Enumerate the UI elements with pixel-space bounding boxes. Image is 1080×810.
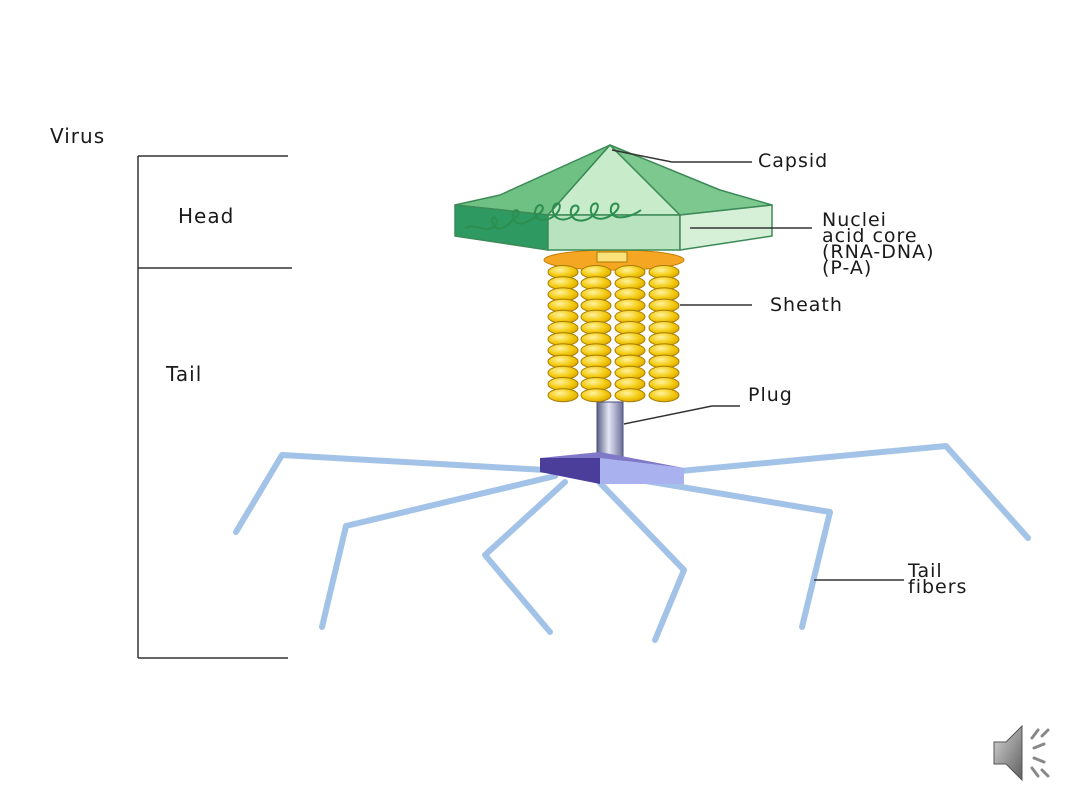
- sheath-label: Sheath: [770, 294, 843, 316]
- tail-fibers-label-line1: Tail: [908, 560, 943, 582]
- tail-fiber: [319, 473, 558, 630]
- pa-label: (P-A): [822, 257, 873, 279]
- region-bracket: [137, 155, 292, 659]
- tail-fiber: [667, 443, 1031, 541]
- tail-fibers-label-line2: fibers: [908, 576, 968, 598]
- sheath-bead: [547, 388, 579, 403]
- tail-fibers: [233, 443, 1031, 643]
- sheath: [547, 265, 680, 403]
- nuclei-label: Nuclei: [822, 209, 887, 231]
- sheath-bead: [614, 388, 646, 403]
- capsid-label: Capsid: [758, 150, 829, 172]
- base-plate: [540, 452, 684, 484]
- virus-label: Virus: [50, 124, 106, 148]
- callout-lines: [611, 149, 904, 581]
- nucleic-acid: [464, 202, 642, 230]
- sheath-bead: [648, 388, 680, 403]
- rna-dna-label: (RNA-DNA): [822, 241, 935, 263]
- acid-core-label: acid core: [822, 225, 918, 247]
- tail-fiber: [597, 480, 687, 643]
- tail-fiber: [637, 477, 833, 630]
- tail-fiber: [482, 479, 568, 635]
- tail-label: Tail: [166, 362, 203, 386]
- speaker-icon[interactable]: [988, 718, 1058, 788]
- head-label: Head: [178, 204, 235, 228]
- sheath-bead: [580, 388, 612, 403]
- plug-label: Plug: [748, 384, 793, 406]
- capsid: [454, 144, 773, 251]
- tail-fiber: [233, 452, 548, 535]
